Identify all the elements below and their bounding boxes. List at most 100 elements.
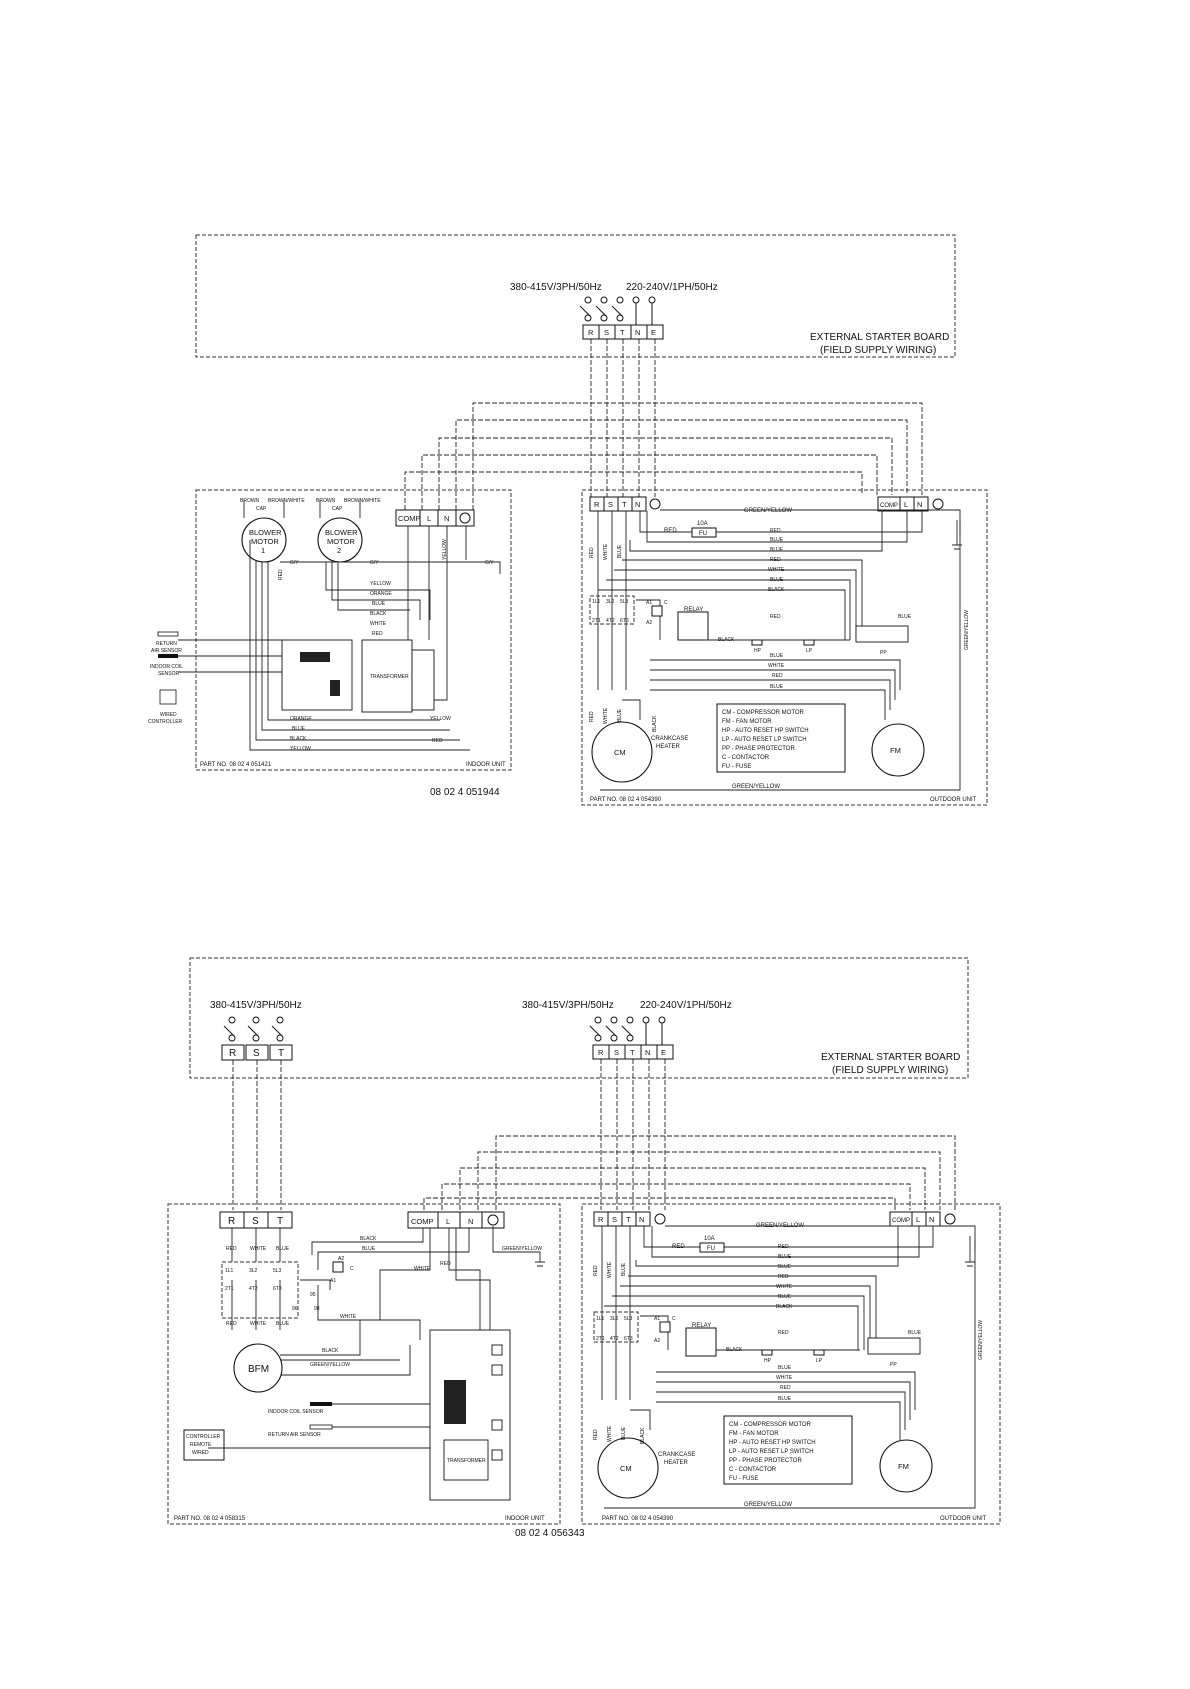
- bottom-outdoor-blue-mid: BLUE: [908, 1330, 922, 1336]
- top-indoor-bottom-yellow: YELLOW: [290, 746, 311, 752]
- top-starter-board-frame: [195, 234, 956, 358]
- bottom-coil-a2: A2: [654, 1338, 660, 1344]
- bottom-controller-c: WIRED: [192, 1450, 209, 1456]
- bottom-indoor-black2: BLACK: [322, 1348, 339, 1354]
- top-indoor-wire-red: RED: [372, 631, 383, 637]
- bottom-outdoor-fuse-rating: 10A: [704, 1236, 715, 1242]
- bottom-outdoor-right-earth-icon: [944, 1213, 956, 1225]
- top-blower-motor-1-label-c: 1: [261, 546, 265, 555]
- top-indoor-yellow: YELLOW: [430, 716, 451, 722]
- bottom-legend-2: HP - AUTO RESET HP SWITCH: [729, 1440, 816, 1446]
- top-wired-controller-b: CONTROLLER: [148, 719, 183, 725]
- top-starter-terminal-s: S: [604, 328, 609, 337]
- top-return-air-sensor-a: RETURN: [156, 641, 177, 647]
- bottom-comp-lead-white: WHITE: [607, 1425, 613, 1442]
- top-indoor-unit-label: INDOOR UNIT: [466, 762, 506, 768]
- top-outdoor-stack-4: WHITE: [768, 567, 785, 573]
- top-outdoor-pp: PP: [880, 650, 887, 656]
- top-starter-terminal-strip: R S T N E: [582, 324, 664, 340]
- top-legend-0: CM - COMPRESSOR MOTOR: [722, 710, 805, 716]
- bottom-indoor-white-v: WHITE: [414, 1266, 431, 1272]
- bottom-outdoor-unit-label: OUTDOOR UNIT: [940, 1516, 987, 1522]
- top-outdoor-red-mid: RED: [770, 614, 781, 620]
- top-outdoor-hp: HP: [754, 648, 762, 654]
- top-indoor-wiring: [243, 500, 501, 751]
- bottom-wiring-diagram: 380-415V/3PH/50Hz 380-415V/3PH/50Hz 220-…: [167, 957, 1001, 1539]
- bottom-outdoor-terminal-s: S: [612, 1215, 617, 1224]
- bottom-indoor-earth-icon: [487, 1214, 499, 1226]
- bottom-supply-1ph: 220-240V/1PH/50Hz: [640, 1000, 732, 1011]
- bottom-outdoor-black-1: BLACK: [726, 1347, 743, 1353]
- bottom-compressor-motor: [597, 1437, 659, 1499]
- bottom-indoor-v-red: RED: [226, 1246, 237, 1252]
- top-outdoor-earth-icon: [649, 498, 661, 510]
- top-contactor-6t3: 6T3: [620, 618, 629, 624]
- top-return-air-sensor-b: AIR SENSOR: [151, 648, 182, 654]
- bottom-cm-label: CM: [620, 1464, 632, 1473]
- top-outdoor-right-terminal-n: N: [917, 500, 922, 509]
- bottom-relay-icon: [685, 1327, 717, 1357]
- top-contactor-1l1: 1L1: [592, 599, 601, 605]
- bottom-outdoor-v-red: RED: [593, 1265, 599, 1276]
- bottom-contactor-1l1: 1L1: [596, 1316, 605, 1322]
- bottom-outdoor-lower-3: BLUE: [778, 1396, 792, 1402]
- bottom-legend-1: FM - FAN MOTOR: [729, 1431, 779, 1437]
- bottom-starter-board-subtitle: (FIELD SUPPLY WIRING): [832, 1065, 948, 1076]
- bottom-relay-label: RELAY: [692, 1323, 711, 1329]
- bottom-indoor-3l2: 3L2: [249, 1268, 258, 1274]
- top-indoor-gy-1: G/Y: [290, 560, 299, 566]
- top-supply-3ph: 380-415V/3PH/50Hz: [510, 282, 602, 293]
- top-green-yellow-bottom: GREEN/YELLOW: [732, 784, 780, 790]
- bottom-starter-terminal-strip: R S T N E: [592, 1044, 674, 1060]
- top-blower-motor-2-label-b: MOTOR: [327, 537, 355, 546]
- top-indoor-red-vertical: RED: [278, 569, 284, 580]
- top-indoor-wire-black: BLACK: [370, 611, 387, 617]
- top-contactor-coil-icon: [651, 605, 663, 617]
- top-contactor-2t1: 2T1: [592, 618, 601, 624]
- top-indoor-terminal-l: L: [427, 514, 431, 523]
- bottom-return-air-sensor-icon: [309, 1424, 333, 1430]
- top-legend-2: HP - AUTO RESET HP SWITCH: [722, 728, 809, 734]
- top-return-air-sensor-icon: [157, 631, 179, 637]
- top-outdoor-stack-0: RED: [770, 528, 781, 534]
- top-comp-lead-blue: BLUE: [617, 708, 623, 722]
- bottom-coil-a1: A1: [654, 1316, 660, 1322]
- bottom-outdoor-stack-2: BLUE: [778, 1264, 792, 1270]
- bottom-starter-terminal-r: R: [598, 1048, 604, 1057]
- top-indoor-sensors: [157, 631, 282, 705]
- bottom-controller-box: [183, 1429, 225, 1461]
- bottom-indoor-motor-blue: BLUE: [276, 1321, 290, 1327]
- top-crankcase-b: HEATER: [656, 744, 681, 750]
- bottom-outdoor-stack-0: RED: [778, 1244, 789, 1250]
- bottom-crankcase-a: CRANKCASE: [658, 1452, 695, 1458]
- bottom-outdoor-lower-0: BLUE: [778, 1365, 792, 1371]
- top-indoor-bottom-blue: BLUE: [292, 726, 306, 732]
- bottom-contactor-4t2: 4T2: [610, 1336, 619, 1342]
- top-blower-motor-1-label-a: BLOWER: [249, 528, 282, 537]
- top-outdoor-green-yellow: GREEN/YELLOW: [744, 508, 792, 514]
- bottom-fan-motor: [879, 1439, 933, 1493]
- bottom-indoor-black: BLACK: [360, 1236, 377, 1242]
- top-indoor-terminal-comp: COMP: [398, 514, 421, 523]
- bottom-outdoor-right-terminal-comp: COMP: [892, 1218, 910, 1224]
- bottom-outdoor-lower-1: WHITE: [776, 1375, 793, 1381]
- bottom-coil-c: C: [672, 1316, 676, 1322]
- bottom-contactor-5l3: 5L3: [624, 1316, 633, 1322]
- top-green-yellow-side: GREEN/YELLOW: [964, 610, 970, 650]
- bottom-indoor-98: 98: [314, 1306, 320, 1312]
- bottom-indoor-terminal-comp: COMP: [411, 1217, 434, 1226]
- top-blower-motor-2-label-c: 2: [337, 546, 341, 555]
- top-outdoor-terminal-r: R: [594, 500, 600, 509]
- top-outdoor-right-terminal-comp: COMP: [880, 503, 898, 509]
- bottom-comp-lead-red: RED: [593, 1429, 599, 1440]
- top-indoor-bottom-black: BLACK: [290, 736, 307, 742]
- top-indoor-terminal-strip: COMP L N: [395, 509, 475, 527]
- top-outdoor-right-earth-icon: [932, 498, 944, 510]
- top-outdoor-lower-3: BLUE: [770, 684, 784, 690]
- bottom-outdoor-stack-5: BLUE: [778, 1294, 792, 1300]
- top-outdoor-unit-label: OUTDOOR UNIT: [930, 797, 977, 803]
- bottom-indoor-96: 96: [292, 1306, 298, 1312]
- top-compressor-motor: [591, 721, 653, 783]
- bottom-indoor-coil-sensor: INDOOR COIL SENSOR: [268, 1409, 324, 1415]
- top-motor1-brown-white: BROWN/WHITE: [268, 498, 305, 504]
